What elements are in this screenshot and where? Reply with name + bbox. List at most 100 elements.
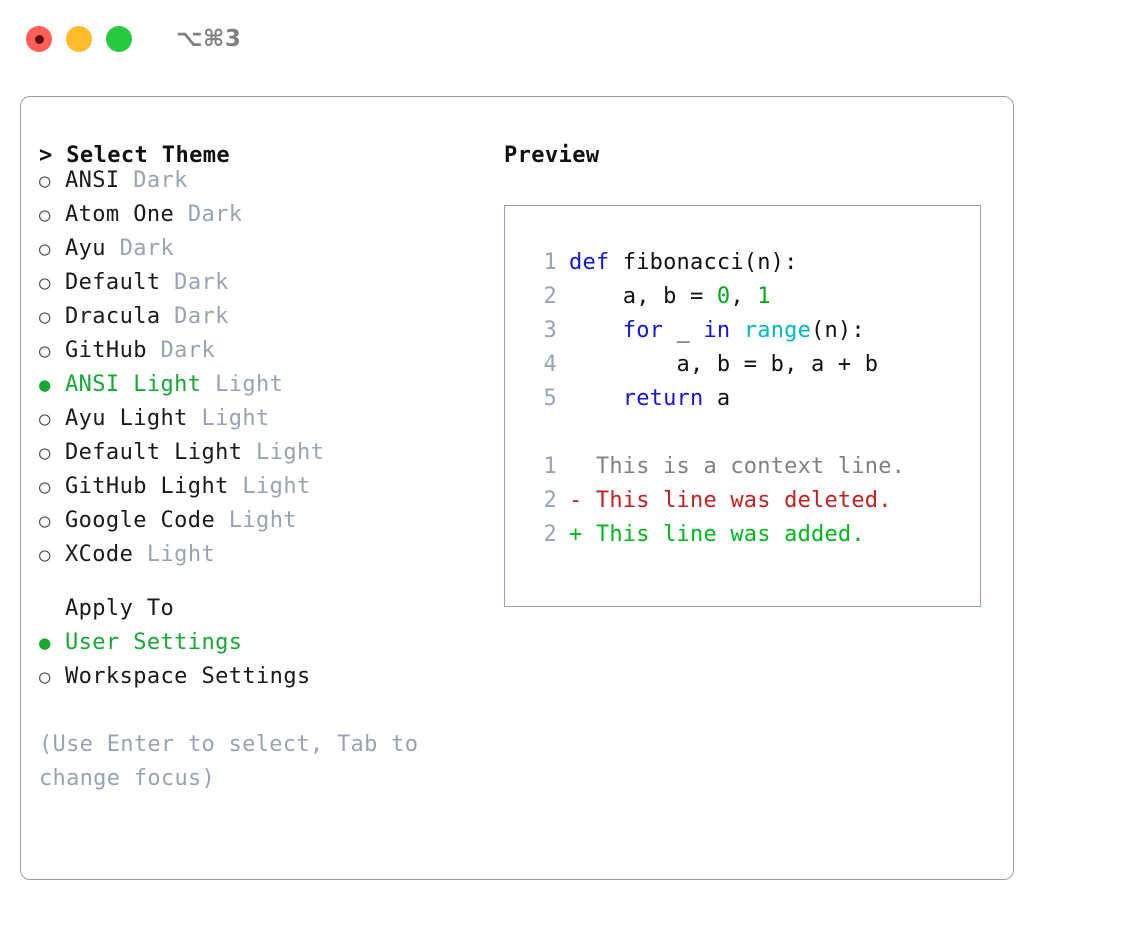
- theme-option-label: Default: [65, 270, 161, 295]
- code-token: for: [622, 318, 664, 343]
- theme-option-suffix: Dark: [105, 236, 175, 261]
- radio-unselected-icon: ○: [39, 442, 51, 464]
- radio-unselected-icon: ○: [39, 408, 51, 430]
- code-token: a, b =: [569, 284, 717, 309]
- theme-option-suffix: Dark: [174, 202, 243, 227]
- main-window: > Select Theme ○ANSI Dark○Atom One Dark○…: [20, 96, 1014, 880]
- diff-line-number: 2: [543, 522, 557, 547]
- radio-selected-icon: ●: [39, 632, 51, 654]
- code-token: a, b = b, a + b: [569, 352, 879, 377]
- apply-to-option-1[interactable]: ○ Workspace Settings: [39, 664, 504, 698]
- code-line: 4 a, b = b, a + b: [527, 352, 980, 386]
- line-number: 4: [543, 352, 557, 377]
- theme-option-label: Google Code: [65, 508, 216, 533]
- code-token: _: [663, 318, 704, 343]
- theme-option-label: Ayu Light: [65, 406, 188, 431]
- radio-unselected-icon: ○: [39, 476, 51, 498]
- theme-option-suffix: Light: [228, 474, 311, 499]
- theme-option-label: Default Light: [65, 440, 243, 465]
- diff-line-number: 1: [543, 454, 557, 479]
- theme-list: ○ ANSI Dark ○ Atom One Dark ○ Ayu Dark ○ Defaul…: [39, 168, 504, 576]
- radio-unselected-icon: ○: [39, 666, 51, 688]
- theme-option-label: ANSI: [65, 168, 120, 193]
- diff-line: 2 + This line was added.: [527, 522, 980, 556]
- diff-line-number: 2: [543, 488, 557, 513]
- radio-unselected-icon: ○: [39, 510, 51, 532]
- theme-option-suffix: Light: [201, 372, 284, 397]
- apply-to-option-label: Workspace Settings: [65, 664, 311, 689]
- theme-option-8[interactable]: ○ Default Light Light: [39, 440, 504, 474]
- theme-option-suffix: Light: [242, 440, 325, 465]
- radio-unselected-icon: ○: [39, 170, 51, 192]
- radio-selected-icon: ●: [39, 374, 51, 396]
- apply-to-option-label: User Settings: [65, 630, 243, 655]
- spacer: [39, 576, 504, 596]
- theme-option-1[interactable]: ○ Atom One Dark: [39, 202, 504, 236]
- maximize-light[interactable]: [106, 26, 132, 52]
- code-line: 1 def fibonacci(n):: [527, 250, 980, 284]
- code-line-content: a, b = 0, 1: [569, 284, 771, 318]
- code-line: 5 return a: [527, 386, 980, 420]
- apply-to-label: Apply To: [65, 596, 175, 621]
- code-line-content: return a: [569, 386, 730, 420]
- code-line: 3 for _ in range(n):: [527, 318, 980, 352]
- code-token: in: [703, 318, 731, 343]
- code-token: (n):: [811, 318, 865, 343]
- diff-line: 1 This is a context line.: [527, 454, 980, 488]
- radio-unselected-icon: ○: [39, 544, 51, 566]
- theme-option-3[interactable]: ○ Default Dark: [39, 270, 504, 304]
- diff-line-content: - This line was deleted.: [569, 488, 892, 513]
- theme-option-4[interactable]: ○Dracula Dark: [39, 304, 504, 338]
- line-number: 1: [543, 250, 557, 275]
- theme-option-10[interactable]: ○Google Code Light: [39, 508, 504, 542]
- radio-unselected-icon: ○: [39, 238, 51, 260]
- theme-option-7[interactable]: ○ Ayu Light Light: [39, 406, 504, 440]
- apply-to-bullet-spacer: [39, 598, 65, 620]
- radio-unselected-icon: ○: [39, 204, 51, 226]
- diff-line: 2 - This line was deleted.: [527, 488, 980, 522]
- code-line-content: def fibonacci(n):: [569, 250, 798, 284]
- code-line: 2 a, b = 0, 1: [527, 284, 980, 318]
- code-token: [569, 318, 623, 343]
- theme-option-2[interactable]: ○ Ayu Dark: [39, 236, 504, 270]
- close-light-dot: [34, 34, 44, 44]
- code-token: [569, 386, 623, 411]
- apply-to-option-0[interactable]: ● User Settings: [39, 630, 504, 664]
- code-line-content: for _ in range(n):: [569, 318, 865, 352]
- minimize-light[interactable]: [66, 26, 92, 52]
- code-token: a: [703, 386, 731, 411]
- preview-title: Preview: [504, 143, 600, 168]
- theme-option-5[interactable]: ○GitHub Dark: [39, 338, 504, 372]
- code-diff-separator: [527, 420, 980, 454]
- theme-selection-panel: > Select Theme ○ANSI Dark○Atom One Dark○…: [39, 143, 504, 796]
- code-token: 1: [757, 284, 771, 309]
- theme-option-11[interactable]: ○XCode Light: [39, 542, 504, 576]
- code-token: ,: [730, 284, 758, 309]
- theme-option-suffix: Light: [187, 406, 270, 431]
- theme-option-suffix: Dark: [119, 168, 188, 193]
- theme-option-0[interactable]: ○ ANSI Dark: [39, 168, 504, 202]
- radio-unselected-icon: ○: [39, 306, 51, 328]
- radio-unselected-icon: ○: [39, 340, 51, 362]
- code-token: return: [622, 386, 704, 411]
- line-number: 5: [543, 386, 557, 411]
- apply-to-list: ● User Settings ○ Workspace Settings: [39, 630, 504, 698]
- theme-option-label: XCode: [65, 542, 134, 567]
- radio-unselected-icon: ○: [39, 272, 51, 294]
- theme-option-label: Ayu: [65, 236, 106, 261]
- apply-to-label-row: Apply To: [39, 596, 504, 630]
- theme-option-label: Atom One: [65, 202, 175, 227]
- code-token: def: [569, 250, 623, 275]
- theme-option-6[interactable]: ●ANSI Light Light: [39, 372, 504, 406]
- theme-option-suffix: Dark: [160, 270, 229, 295]
- theme-option-suffix: Dark: [146, 338, 216, 363]
- theme-option-9[interactable]: ○GitHub Light Light: [39, 474, 504, 508]
- code-token: [730, 318, 743, 343]
- close-light[interactable]: [26, 26, 52, 52]
- diff-line-content: + This line was added.: [569, 522, 865, 547]
- select-theme-heading: > Select Theme: [39, 143, 231, 168]
- diff-block: 1 This is a context line.2- This line wa…: [527, 454, 980, 556]
- code-token: 0: [716, 284, 731, 309]
